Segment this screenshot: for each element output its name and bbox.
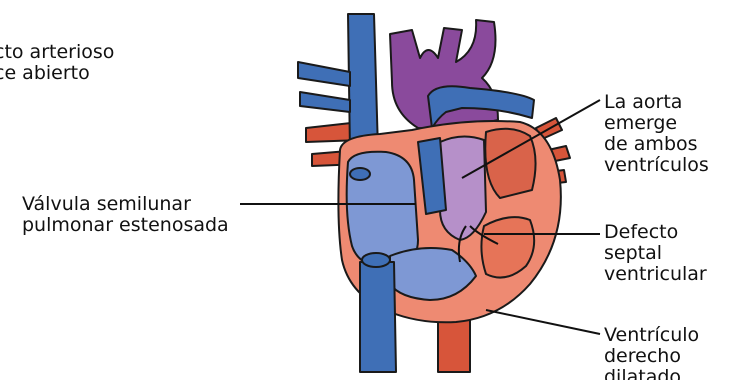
label-aorta-line-1: La aorta: [604, 92, 709, 113]
label-aorta-line-4: ventrículos: [604, 155, 709, 176]
label-rv-line-3: dilatado: [604, 367, 699, 380]
label-ductus-line-2: ce abierto: [0, 63, 114, 84]
label-rv-line-1: Ventrículo: [604, 325, 699, 346]
label-rv-line-2: derecho: [604, 346, 699, 367]
label-ductus-line-1: cto arterioso: [0, 42, 114, 63]
label-valve-line-1: Válvula semilunar: [22, 194, 229, 215]
label-ventricular-septal-defect: Defecto septal ventricular: [604, 222, 707, 285]
label-pulmonary-valve: Válvula semilunar pulmonar estenosada: [22, 194, 229, 236]
label-right-ventricle: Ventrículo derecho dilatado: [604, 325, 699, 380]
leader-aorta: [462, 100, 600, 178]
leader-right-ventricle: [486, 310, 600, 334]
label-vsd-line-3: ventricular: [604, 264, 707, 285]
label-vsd-line-2: septal: [604, 243, 707, 264]
label-ductus-arteriosus: cto arterioso ce abierto: [0, 42, 114, 84]
label-overriding-aorta: La aorta emerge de ambos ventrículos: [604, 92, 709, 176]
label-valve-line-2: pulmonar estenosada: [22, 215, 229, 236]
label-aorta-line-2: emerge: [604, 113, 709, 134]
label-vsd-line-1: Defecto: [604, 222, 707, 243]
label-aorta-line-3: de ambos: [604, 134, 709, 155]
